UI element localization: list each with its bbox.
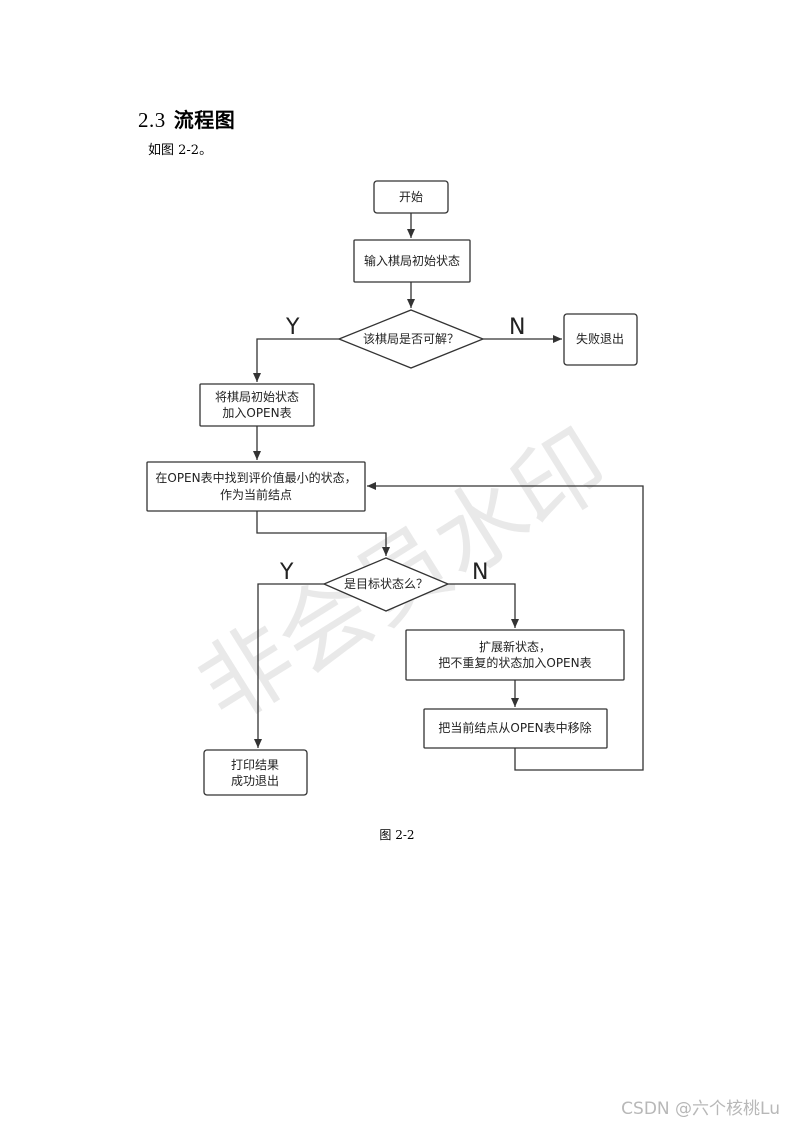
node-remove: 把当前结点从OPEN表中移除 bbox=[423, 708, 608, 749]
label-no-1: N bbox=[509, 315, 525, 340]
label-yes-1: Y bbox=[285, 315, 300, 340]
figure-caption: 图 2-2 bbox=[379, 828, 415, 842]
label-no-2: N bbox=[472, 560, 488, 585]
node-start-label: 开始 bbox=[399, 190, 423, 204]
node-is-goal-label: 是目标状态么？ bbox=[344, 577, 428, 591]
section-number: 2.3 bbox=[138, 108, 166, 132]
node-print-line1: 打印结果 bbox=[231, 758, 279, 772]
label-yes-2: Y bbox=[279, 560, 294, 585]
node-fail-label: 失败退出 bbox=[576, 331, 624, 346]
node-print-line2: 成功退出 bbox=[231, 774, 279, 788]
node-fail: 失败退出 bbox=[563, 313, 638, 366]
node-input-label: 输入棋局初始状态 bbox=[364, 253, 460, 268]
node-add-open-line1: 将棋局初始状态 bbox=[215, 390, 299, 404]
node-expand-line2: 把不重复的状态加入OPEN表 bbox=[438, 655, 591, 670]
node-remove-label: 把当前结点从OPEN表中移除 bbox=[438, 720, 591, 735]
node-print: 打印结果 成功退出 bbox=[203, 749, 308, 796]
node-input: 输入棋局初始状态 bbox=[353, 239, 471, 283]
edge-goal-print bbox=[254, 583, 324, 748]
edge-remove-loop bbox=[367, 482, 644, 771]
node-find-min-line1: 在OPEN表中找到评价值最小的状态， bbox=[155, 470, 356, 485]
node-add-open-line2: 加入OPEN表 bbox=[222, 406, 291, 420]
section-title: 流程图 bbox=[173, 108, 236, 132]
node-start: 开始 bbox=[373, 180, 449, 214]
node-expand: 扩展新状态， 把不重复的状态加入OPEN表 bbox=[405, 629, 625, 681]
edge-goal-expand bbox=[448, 583, 519, 628]
edge-find-goal bbox=[256, 511, 390, 556]
section-heading: 2.3 流程图 bbox=[138, 104, 235, 133]
node-solvable: 该棋局是否可解？ bbox=[337, 309, 485, 369]
node-add-open: 将棋局初始状态 加入OPEN表 bbox=[199, 383, 315, 427]
intro-text: 如图 2-2。 bbox=[148, 143, 213, 158]
node-expand-line1: 扩展新状态， bbox=[479, 639, 551, 654]
edge-solvable-addopen bbox=[253, 338, 339, 382]
node-solvable-label: 该棋局是否可解？ bbox=[363, 332, 459, 346]
credit-watermark: CSDN @六个核桃Lu bbox=[621, 1099, 780, 1119]
node-is-goal: 是目标状态么？ bbox=[322, 557, 450, 612]
node-find-min-line2: 作为当前结点 bbox=[220, 487, 292, 502]
node-find-min: 在OPEN表中找到评价值最小的状态， 作为当前结点 bbox=[146, 461, 366, 512]
